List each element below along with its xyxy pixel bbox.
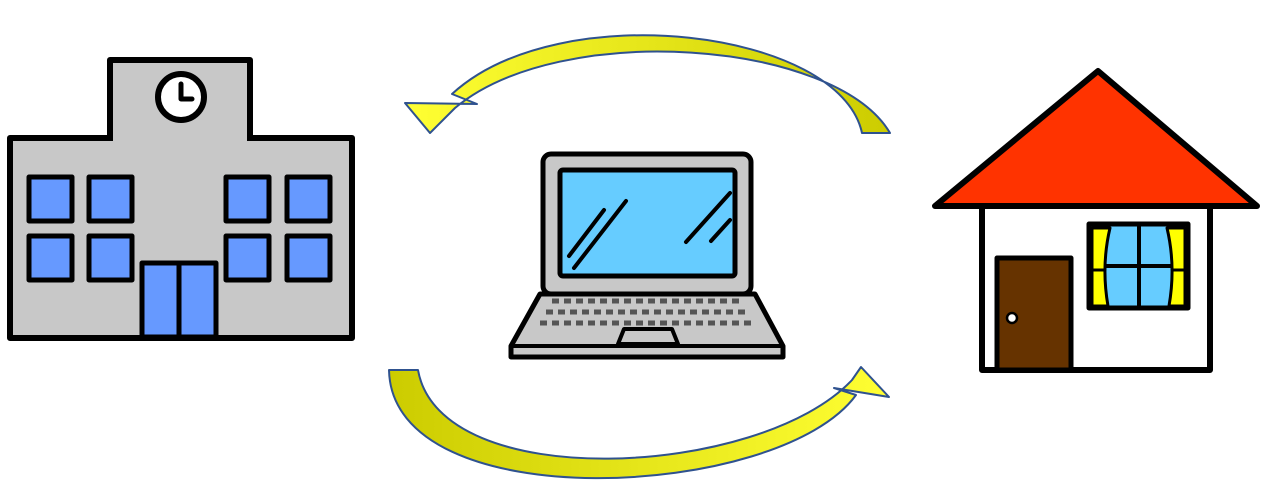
clock-icon	[158, 74, 204, 120]
laptop-icon	[511, 154, 783, 357]
curved-arrow-icon	[405, 35, 890, 133]
door-icon	[997, 258, 1071, 370]
school-building-icon	[10, 60, 352, 338]
school-entrance-doors	[142, 263, 216, 337]
curved-arrow-icon	[389, 367, 889, 478]
window-icon	[1089, 224, 1188, 308]
house-icon	[935, 71, 1257, 370]
trackpad	[618, 329, 678, 344]
